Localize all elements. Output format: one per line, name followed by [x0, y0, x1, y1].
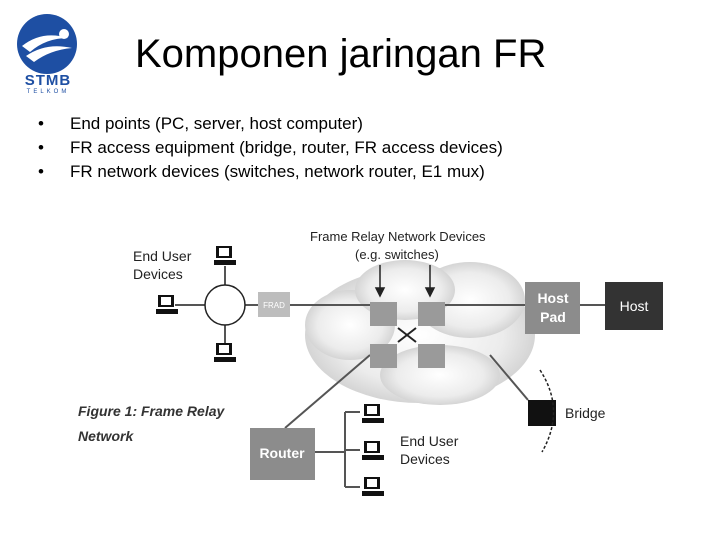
host-box [605, 282, 663, 330]
bullet-item: •End points (PC, server, host computer) [38, 114, 363, 133]
bullet-item: •FR access equipment (bridge, router, FR… [38, 138, 503, 157]
pc-icon [214, 343, 236, 362]
arrow-icons [374, 265, 436, 298]
pc-icon [214, 246, 236, 265]
end-user-bottom-label-1: End User [400, 433, 459, 449]
router-box [250, 428, 315, 480]
end-user-bottom-label-2: Devices [400, 451, 450, 467]
bullet-list: •End points (PC, server, host computer) … [38, 112, 503, 184]
pc-icon [362, 477, 384, 496]
bridge-label: Bridge [565, 405, 606, 421]
figure-caption-1: Figure 1: Frame Relay [78, 403, 225, 419]
logo-name: STMB [24, 72, 72, 89]
bridge-box [528, 400, 556, 426]
pc-icon [156, 295, 178, 314]
stmb-logo [17, 14, 77, 74]
fr-devices-label-2: (e.g. switches) [355, 247, 439, 262]
frad-label: FRAD [263, 301, 285, 310]
end-user-top-label-1: End User [133, 248, 192, 264]
router-label: Router [259, 445, 305, 461]
pc-icon [362, 441, 384, 460]
frame-relay-cloud [305, 260, 535, 405]
logo-subtitle: TELKOM [26, 89, 70, 95]
host-pad-label-2: Pad [540, 309, 566, 325]
pc-icon [362, 404, 384, 423]
end-user-top-label-2: Devices [133, 266, 183, 282]
frad-box [258, 292, 290, 317]
host-label: Host [620, 298, 649, 314]
host-pad-label-1: Host [537, 290, 568, 306]
host-pad-box [525, 282, 580, 334]
page-title: Komponen jaringan FR [135, 32, 547, 76]
figure-caption-2: Network [78, 428, 134, 444]
bridge-link [539, 369, 555, 453]
bullet-item: •FR network devices (switches, network r… [38, 162, 485, 181]
lan-ring [204, 284, 246, 326]
switch-group [370, 302, 445, 368]
fr-devices-label-1: Frame Relay Network Devices [310, 229, 486, 244]
